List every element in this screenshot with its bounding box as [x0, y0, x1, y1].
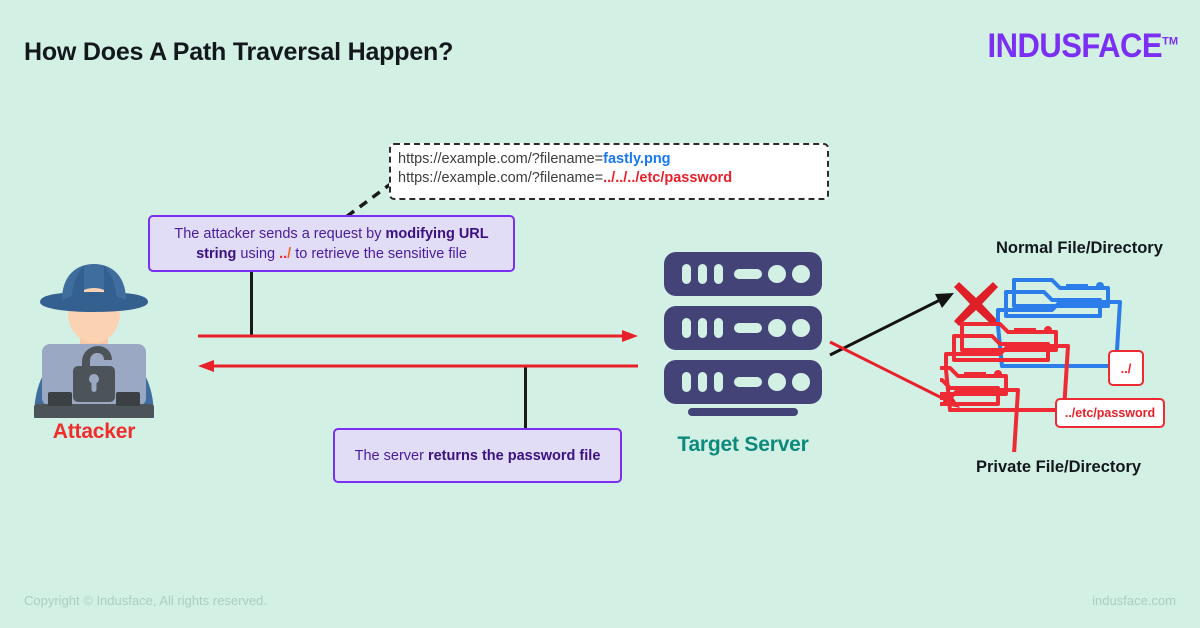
url-prefix-normal: https://example.com/?filename=: [398, 151, 604, 167]
footer-copyright: Copyright © Indusface, All rights reserv…: [24, 593, 267, 608]
logo-text: INDUSFACE: [987, 25, 1163, 66]
url-example-callout: https://example.com/?filename=fastly.png…: [389, 143, 829, 200]
url-prefix-traversal: https://example.com/?filename=: [398, 170, 604, 186]
private-folder-icon-1: [944, 322, 1070, 412]
note-text-s1: The server: [354, 447, 428, 464]
connector-server-note: [524, 366, 527, 428]
connector-attacker-note: [250, 272, 253, 337]
server-step-text: The server returns the password file: [355, 446, 601, 466]
request-arrow-right: [198, 330, 638, 342]
footer-website: indusface.com: [1092, 593, 1176, 608]
url-line-traversal: https://example.com/?filename=../../../e…: [398, 169, 827, 188]
attacker-step-text: The attacker sends a request by modifyin…: [162, 224, 501, 264]
note-text-a1: The attacker sends a request by: [174, 225, 386, 242]
target-server-label: Target Server: [677, 433, 809, 456]
dotdot-path-tag: ../: [1108, 350, 1144, 386]
response-arrow-left: [198, 360, 638, 372]
trademark-symbol: TM: [1162, 35, 1178, 48]
attacker-step-note: The attacker sends a request by modifyin…: [148, 215, 515, 272]
indusface-logo: INDUSFACETM: [987, 26, 1178, 66]
note-slash: /: [287, 245, 292, 262]
url-filename-normal: fastly.png: [603, 151, 671, 167]
page-title: How Does A Path Traversal Happen?: [24, 38, 454, 66]
attacker-illustration-icon: [34, 264, 154, 418]
blocked-path-arrow: [829, 293, 954, 357]
target-server-illustration-icon: [664, 252, 822, 416]
note-text-a2: using: [236, 245, 280, 262]
url-line-normal: https://example.com/?filename=fastly.png: [398, 150, 827, 169]
normal-directory-label: Normal File/Directory: [996, 239, 1163, 257]
note-dotdot: ..: [279, 245, 288, 262]
url-filename-traversal: ../../../etc/password: [603, 170, 733, 186]
directory-folders-illustration: [940, 278, 1122, 452]
note-bold-a1: modifying URL string: [196, 225, 489, 262]
note-bold-s1: returns the password file: [427, 447, 601, 464]
attacker-label: Attacker: [52, 420, 136, 443]
server-step-note: The server returns the password file: [333, 428, 622, 483]
etc-password-path-tag: ../etc/password: [1055, 398, 1165, 428]
x-mark-icon: [954, 282, 998, 326]
private-folder-icon-2: [940, 366, 1020, 452]
normal-folder-icon: [996, 278, 1122, 368]
note-text-a3: to retrieve the sensitive file: [291, 245, 467, 262]
private-directory-label: Private File/Directory: [976, 458, 1142, 476]
